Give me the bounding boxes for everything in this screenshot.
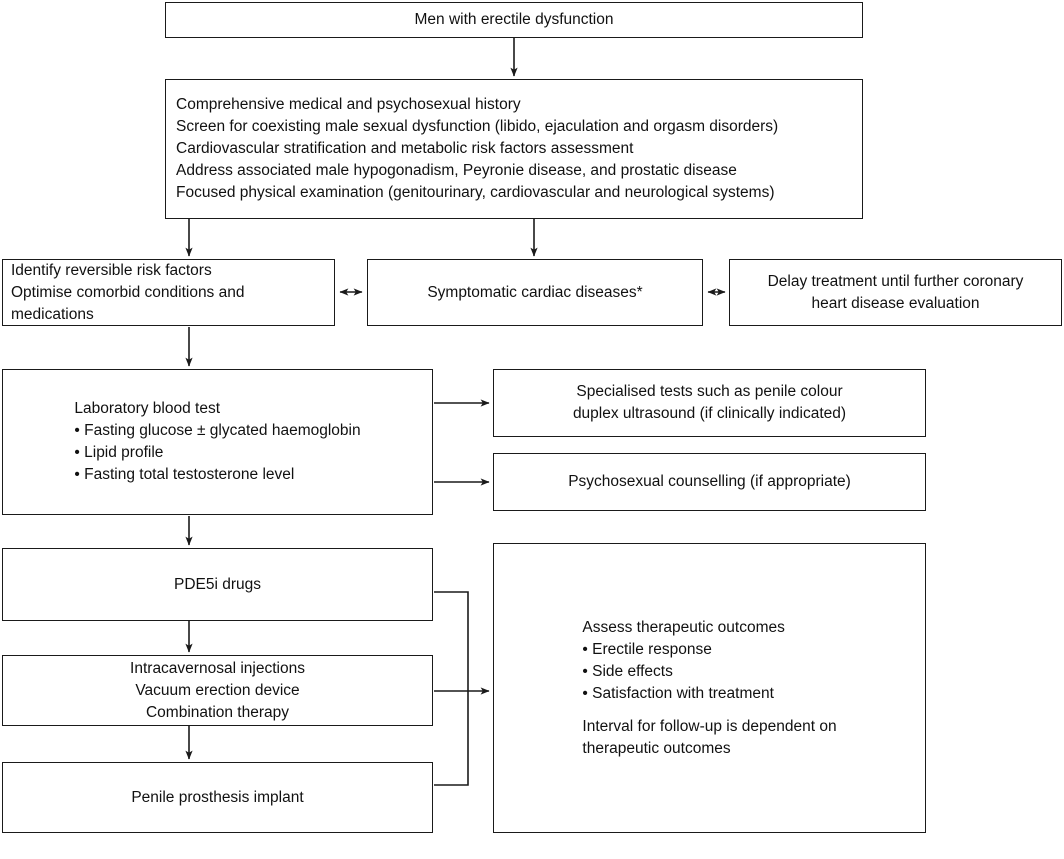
assess-bullet-3: • Satisfaction with treatment xyxy=(582,684,774,702)
assess-bullet-2: • Side effects xyxy=(582,662,673,680)
assess-spacer xyxy=(582,705,836,716)
node-second-line-therapies[interactable]: Intracavernosal injections Vacuum erecti… xyxy=(2,655,433,726)
node-start-label: Men with erectile dysfunction xyxy=(414,11,614,28)
second-line-2: Vacuum erection device xyxy=(135,681,300,699)
delay-line-1: Delay treatment until further coronary xyxy=(767,272,1024,290)
node-reversible-risk-factors[interactable]: Identify reversible risk factors Optimis… xyxy=(2,259,335,326)
assess-footer-2: therapeutic outcomes xyxy=(582,739,731,757)
psychosexual-label: Psychosexual counselling (if appropriate… xyxy=(568,473,851,490)
assessment-line-1: Comprehensive medical and psychosexual h… xyxy=(176,96,521,113)
reversible-line-3: medications xyxy=(11,305,94,323)
node-delay-treatment[interactable]: Delay treatment until further coronary h… xyxy=(729,259,1062,326)
node-specialised-tests[interactable]: Specialised tests such as penile colour … xyxy=(493,369,926,437)
lab-bullet-2: • Lipid profile xyxy=(74,444,164,461)
prosthesis-label: Penile prosthesis implant xyxy=(131,788,304,806)
pde5i-label: PDE5i drugs xyxy=(173,575,261,593)
specialised-line-1: Specialised tests such as penile colour xyxy=(576,383,843,400)
node-start[interactable]: Men with erectile dysfunction xyxy=(165,2,863,38)
node-assess-therapeutic-outcomes[interactable]: Assess therapeutic outcomes • Erectile r… xyxy=(493,543,926,833)
assessment-line-4: Address associated male hypogonadism, Pe… xyxy=(176,162,737,179)
reversible-line-2: Optimise comorbid conditions and xyxy=(11,283,245,301)
second-line-3: Combination therapy xyxy=(145,703,290,721)
assessment-line-5: Focused physical examination (genitourin… xyxy=(176,184,775,201)
delay-line-2: heart disease evaluation xyxy=(811,294,980,312)
specialised-line-2: duplex ultrasound (if clinically indicat… xyxy=(572,405,847,422)
node-pde5i-drugs[interactable]: PDE5i drugs xyxy=(2,548,433,621)
second-line-1: Intracavernosal injections xyxy=(130,659,305,677)
lab-heading: Laboratory blood test xyxy=(74,400,221,417)
cardiac-label: Symptomatic cardiac diseases* xyxy=(427,283,643,301)
node-laboratory-blood-test[interactable]: Laboratory blood test • Fasting glucose … xyxy=(2,369,433,515)
assess-footer-1: Interval for follow-up is dependent on xyxy=(582,717,837,735)
node-symptomatic-cardiac-diseases[interactable]: Symptomatic cardiac diseases* xyxy=(367,259,703,326)
assessment-line-3: Cardiovascular stratification and metabo… xyxy=(176,140,634,157)
node-psychosexual-counselling[interactable]: Psychosexual counselling (if appropriate… xyxy=(493,453,926,511)
reversible-line-1: Identify reversible risk factors xyxy=(11,261,212,279)
assess-bullet-1: • Erectile response xyxy=(582,640,712,658)
lab-bullet-1: • Fasting glucose ± glycated haemoglobin xyxy=(74,422,361,439)
assess-heading: Assess therapeutic outcomes xyxy=(582,618,785,636)
assessment-line-2: Screen for coexisting male sexual dysfun… xyxy=(176,118,779,135)
lab-bullet-3: • Fasting total testosterone level xyxy=(74,466,295,483)
bracket-treatments-to-assess xyxy=(434,591,490,786)
node-penile-prosthesis-implant[interactable]: Penile prosthesis implant xyxy=(2,762,433,833)
node-assessment[interactable]: Comprehensive medical and psychosexual h… xyxy=(165,79,863,219)
